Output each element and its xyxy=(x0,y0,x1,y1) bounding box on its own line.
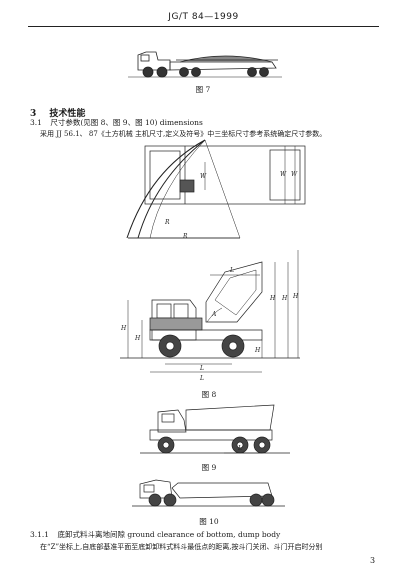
svg-text:L: L xyxy=(237,445,242,452)
figure-9-caption: 图 9 xyxy=(201,463,217,472)
subsection-title: 底卸式料斗离地间隙 ground clearance of bottom, du… xyxy=(57,530,281,539)
svg-text:H: H xyxy=(134,335,141,342)
standard-code-header: JG/T 84—1999 xyxy=(168,12,239,22)
svg-text:W: W xyxy=(200,173,207,180)
svg-text:R: R xyxy=(164,219,170,226)
svg-text:H: H xyxy=(254,347,261,354)
subsection-3-1-1-heading: 3.1.1 底卸式料斗离地间隙 ground clearance of bott… xyxy=(30,529,280,540)
section-3-heading: 3 技术性能 xyxy=(30,101,85,120)
section-title: 技术性能 xyxy=(49,109,86,119)
svg-text:H: H xyxy=(269,295,276,302)
figure-7-drawing xyxy=(128,51,282,78)
figure-8-plan-drawing: W W W R R xyxy=(126,139,306,240)
svg-text:A: A xyxy=(211,311,217,318)
svg-text:L: L xyxy=(229,267,234,274)
svg-text:W: W xyxy=(291,171,298,178)
svg-text:R: R xyxy=(182,233,188,240)
subsection-title: 尺寸参数(见图 8、图 9、图 10) dimensions xyxy=(50,118,203,127)
subsection-3-1-1-paragraph: 在“Z”坐标上,自底部基准平面至底卸卸料式料斗最低点的距离,按斗门关闭、斗门开启… xyxy=(40,543,323,551)
figure-8-caption: 图 8 xyxy=(201,390,217,399)
figure-9-drawing: L xyxy=(140,404,290,454)
svg-text:L: L xyxy=(199,375,204,382)
subsection-3-1-paragraph: 采用 JJ 56.1、 87《土方机械 主机尺寸,定义及符号》中三坐标尺寸参考系… xyxy=(40,130,327,138)
svg-text:W: W xyxy=(280,171,287,178)
subsection-number: 3.1.1 xyxy=(30,530,50,539)
section-number: 3 xyxy=(30,109,37,119)
svg-text:L: L xyxy=(199,365,204,372)
subsection-3-1-heading: 3.1 尺寸参数(见图 8、图 9、图 10) dimensions xyxy=(30,117,203,128)
subsection-number: 3.1 xyxy=(30,118,42,127)
header-rule xyxy=(28,26,379,27)
figure-8-side-drawing: A H H H H H H L L L xyxy=(120,250,300,382)
figure-10-caption: 图 10 xyxy=(199,517,219,526)
figure-10-drawing xyxy=(132,479,285,507)
svg-text:H: H xyxy=(120,325,127,332)
figure-7-caption: 图 7 xyxy=(195,85,211,94)
page-number: 3 xyxy=(370,556,376,565)
svg-text:H: H xyxy=(292,293,299,300)
svg-text:H: H xyxy=(281,295,288,302)
